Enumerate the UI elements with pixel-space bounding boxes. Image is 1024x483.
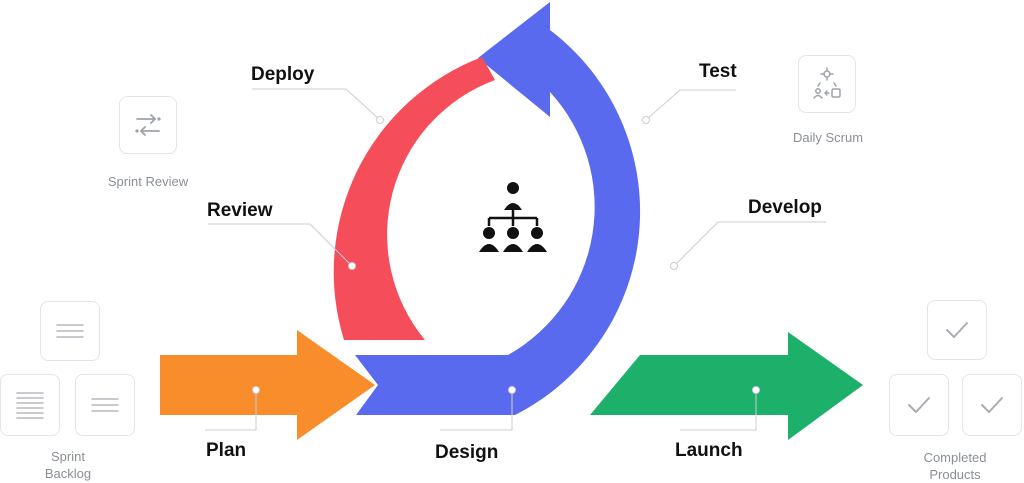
completed-card-left <box>889 374 949 436</box>
review-leader <box>208 223 353 267</box>
deploy-leader <box>252 88 381 121</box>
scrum-meeting-icon <box>813 67 841 99</box>
stage-label-develop: Develop <box>748 197 822 218</box>
checkmark-icon <box>981 397 1003 413</box>
document-lines-icon <box>56 324 84 338</box>
sprint-backlog-label-line1: Sprint <box>51 449 85 464</box>
daily-scrum-label: Daily Scrum <box>792 130 864 145</box>
red-cycle-arc <box>333 57 495 340</box>
stage-label-deploy: Deploy <box>251 64 315 85</box>
sprint-backlog-label-line2: Backlog <box>44 466 92 481</box>
completed-card-top <box>927 300 987 360</box>
stage-label-launch: Launch <box>675 440 743 461</box>
completed-products-label-line1: Completed <box>923 450 987 465</box>
plan-dot <box>252 386 260 394</box>
stage-label-test: Test <box>699 61 737 82</box>
sprint-review-card <box>119 96 177 154</box>
document-lines-icon <box>91 398 119 412</box>
stage-label-plan: Plan <box>206 440 247 461</box>
leader-lines <box>205 88 826 431</box>
launch-dot <box>752 386 760 394</box>
checkmark-icon <box>908 397 930 413</box>
stage-label-review: Review <box>207 200 273 221</box>
launch-leader <box>680 390 757 431</box>
leader-dots <box>252 116 760 394</box>
completed-products-label: Completed Products <box>905 449 1005 483</box>
completed-products-label-line2: Products <box>929 467 981 482</box>
backlog-card-top <box>40 301 100 361</box>
arrows-exchange-icon <box>135 114 161 136</box>
blue-cycle-arc <box>355 2 641 415</box>
completed-card-right <box>962 374 1022 436</box>
daily-scrum-card <box>798 55 856 113</box>
develop-dot <box>670 262 678 270</box>
stage-label-design: Design <box>435 442 499 463</box>
launch-arrow <box>590 332 863 440</box>
checkmark-icon <box>946 322 968 338</box>
test-leader <box>645 89 736 121</box>
test-dot <box>642 116 650 124</box>
plan-arrow <box>160 330 375 440</box>
review-dot <box>348 262 356 270</box>
sprint-backlog-label: Sprint Backlog <box>18 448 118 482</box>
backlog-card-left <box>0 374 60 436</box>
sprint-review-label: Sprint Review <box>107 174 189 189</box>
design-dot <box>508 386 516 394</box>
deploy-dot <box>376 116 384 124</box>
backlog-card-right <box>75 374 135 436</box>
team-hierarchy-icon <box>479 182 547 252</box>
plan-leader <box>205 390 257 431</box>
document-lines-icon <box>16 392 44 419</box>
design-leader <box>440 390 513 431</box>
develop-leader <box>673 221 826 267</box>
